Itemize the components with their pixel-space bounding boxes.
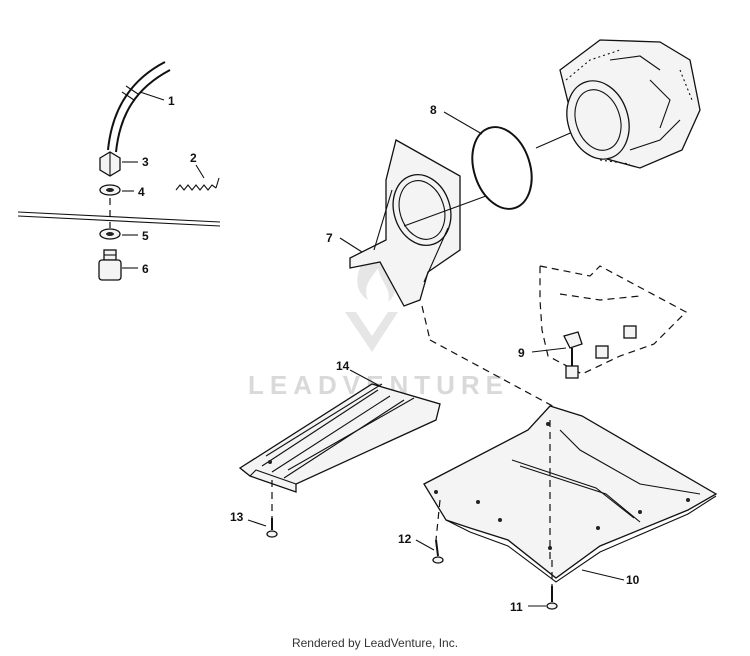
part-14-mat — [238, 383, 441, 493]
part-5-washer — [99, 228, 121, 240]
callout-6: 6 — [142, 262, 149, 276]
part-6-fitting — [98, 249, 122, 281]
part-12-screw — [432, 539, 444, 564]
footer-credit: Rendered by LeadVenture, Inc. — [291, 636, 459, 650]
part-13-screw — [266, 518, 278, 538]
jet-pump-housing — [559, 39, 701, 169]
part-11-screw — [546, 586, 558, 610]
callout-2: 2 — [190, 151, 197, 165]
callout-3: 3 — [142, 155, 149, 169]
part-9-fitting — [563, 325, 637, 379]
callout-9: 9 — [518, 346, 525, 360]
callout-5: 5 — [142, 229, 149, 243]
leadventure-watermark: LEADVENTURE — [248, 250, 503, 400]
v-logo-icon — [345, 312, 398, 352]
part-1-hose — [107, 61, 171, 153]
callout-13: 13 — [230, 510, 244, 524]
part-4-washer — [99, 184, 121, 196]
callout-8: 8 — [430, 103, 437, 117]
part-7-duct-plate — [349, 139, 461, 307]
callout-14: 14 — [336, 359, 350, 373]
part-2-spring — [175, 177, 220, 191]
callout-12: 12 — [398, 532, 412, 546]
part-3-nut — [99, 151, 121, 177]
part-8-o-ring — [471, 126, 533, 210]
callout-1: 1 — [168, 94, 175, 108]
mounting-surface-line — [17, 211, 221, 223]
part-10-ride-plate — [423, 405, 718, 583]
hull-outline-dashed — [539, 265, 687, 375]
callout-11: 11 — [510, 600, 523, 614]
callout-10: 10 — [626, 573, 640, 587]
callout-4: 4 — [138, 185, 145, 199]
callout-7: 7 — [326, 231, 333, 245]
